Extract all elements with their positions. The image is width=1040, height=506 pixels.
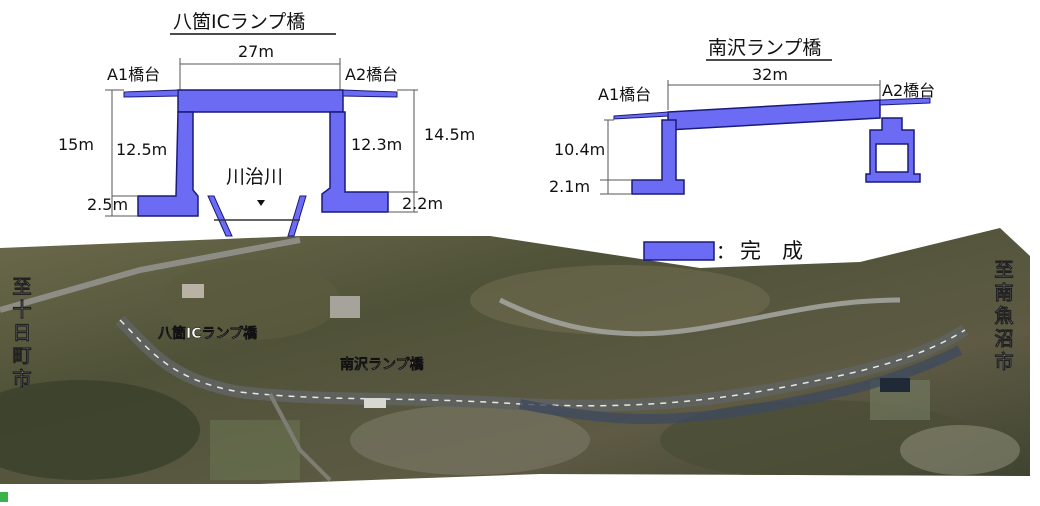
direction-left: 至 十 日 町 市 [12, 276, 32, 391]
hakko-bridge-section: 八箇ICランプ橋 27m A1橋台 A2橋台 川治川 15m 12.5m 2.5… [58, 11, 475, 237]
hakko-a1-abutment [137, 111, 199, 217]
hakko-right-footing-height: 2.2m [402, 194, 443, 213]
legend-colon: ： [716, 241, 735, 263]
direction-left-char: 日 [12, 322, 31, 344]
minamisawa-approach-right [879, 97, 931, 106]
direction-right-char: 魚 [994, 304, 1013, 327]
legend-swatch [643, 241, 715, 261]
hakko-span: 27m [238, 42, 274, 61]
minamisawa-bridge-title: 南沢ランプ橋 [708, 37, 821, 59]
hakko-a2-abutment [321, 111, 389, 213]
hakko-river-label: 川治川 [226, 166, 283, 188]
hakko-deck [177, 89, 344, 113]
hakko-wing-right [287, 195, 307, 237]
minamisawa-approach-left [613, 111, 669, 120]
hakko-wing-left [207, 195, 233, 237]
direction-right-char: 市 [994, 350, 1013, 373]
aerial-label-hakko: 八箇ICランプ橋 [157, 325, 258, 342]
minamisawa-a1-label: A1橋台 [598, 85, 651, 104]
direction-left-char: 町 [12, 345, 31, 367]
minamisawa-span: 32m [752, 65, 788, 84]
hakko-approach-right [342, 89, 398, 98]
minamisawa-footing-height: 2.1m [549, 177, 590, 196]
hakko-a1-label: A1橋台 [107, 65, 160, 84]
direction-right-char: 南 [994, 282, 1013, 304]
hakko-right-total-height: 14.5m [424, 125, 475, 144]
hakko-left-pier-height: 12.5m [116, 140, 167, 159]
minamisawa-a1-abutment [631, 119, 685, 195]
hakko-left-footing-height: 2.5m [87, 195, 128, 214]
direction-right: 至 南 魚 沼 市 [994, 259, 1014, 374]
aerial-label-minamisawa: 南沢ランプ橋 [340, 356, 425, 373]
hakko-left-total-height: 15m [58, 135, 94, 154]
legend-label: 完 成 [740, 239, 803, 263]
minamisawa-pier-height: 10.4m [554, 140, 605, 159]
direction-left-char: 十 [12, 298, 31, 321]
minamisawa-a2-label: A2橋台 [882, 81, 935, 100]
direction-right-char: 至 [994, 259, 1013, 281]
aerial-photo: 至 十 日 町 市 至 南 魚 沼 市 八箇ICランプ橋 南沢ランプ橋 [0, 228, 1030, 484]
hakko-a2-label: A2橋台 [345, 65, 398, 84]
direction-left-char: 市 [12, 367, 31, 390]
direction-left-char: 至 [12, 276, 31, 298]
minamisawa-a2-abutment [865, 117, 921, 183]
minamisawa-bridge-section: 南沢ランプ橋 32m A1橋台 A2橋台 10.4m 2.1m [549, 37, 935, 196]
hakko-right-pier-height: 12.3m [351, 135, 402, 154]
hakko-approach-left [123, 89, 179, 98]
legend: ： 完 成 [643, 239, 803, 263]
hakko-bridge-title: 八箇ICランプ橋 [173, 11, 305, 33]
direction-right-char: 沼 [994, 327, 1013, 350]
corner-mark [0, 492, 8, 502]
minamisawa-deck [667, 99, 881, 131]
